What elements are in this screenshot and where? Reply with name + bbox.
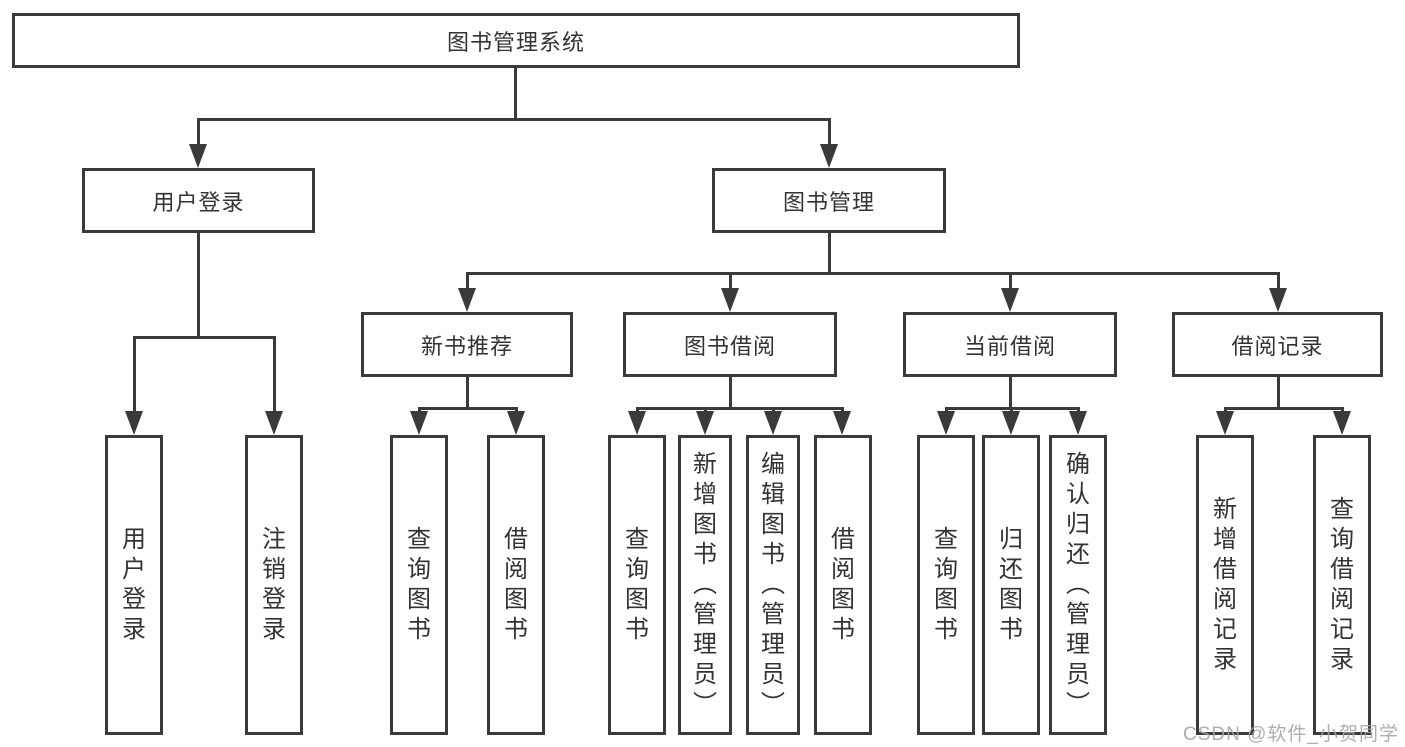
- node-label: 图书管理: [782, 189, 875, 215]
- leaf-borrow-books-recommend: 借阅图书: [487, 435, 545, 735]
- connector-line: [197, 118, 831, 121]
- connector-line: [418, 407, 518, 410]
- leaf-label: 查询图书: [934, 526, 958, 643]
- connector-line: [1224, 407, 1344, 410]
- connector-line: [828, 233, 831, 275]
- arrowhead-down-icon: [458, 288, 476, 312]
- connector-line: [1277, 272, 1280, 294]
- arrowhead-down-icon: [820, 144, 838, 168]
- leaf-label: 新增借阅记录: [1213, 496, 1237, 673]
- arrowhead-down-icon: [764, 411, 782, 435]
- arrowhead-down-icon: [507, 411, 525, 435]
- csdn-watermark: CSDN @软件_小贺同学: [1183, 724, 1399, 745]
- node-book-borrowing: 图书借阅: [623, 312, 837, 377]
- node-label: 借阅记录: [1231, 333, 1324, 359]
- leaf-label: 确认归还︵管理员︶: [1066, 451, 1090, 718]
- leaf-label: 借阅图书: [504, 526, 528, 643]
- connector-line: [1277, 377, 1280, 409]
- connector-line: [828, 118, 831, 148]
- arrowhead-down-icon: [189, 144, 207, 168]
- node-new-book-recommend: 新书推荐: [361, 312, 573, 377]
- leaf-label: 借阅图书: [831, 526, 855, 643]
- leaf-label: 注销登录: [262, 526, 286, 643]
- leaf-query-books-borrow: 查询图书: [608, 435, 666, 735]
- arrowhead-down-icon: [1333, 411, 1351, 435]
- leaf-label: 用户登录: [122, 526, 146, 643]
- connector-line: [1009, 272, 1012, 294]
- connector-line: [133, 336, 276, 339]
- leaf-confirm-return-admin: 确认归还︵管理员︶: [1049, 435, 1107, 735]
- leaf-user-login: 用户登录: [105, 435, 163, 735]
- arrowhead-down-icon: [696, 411, 714, 435]
- leaf-query-borrow-record: 查询借阅记录: [1313, 435, 1371, 735]
- leaf-borrow-books-borrow: 借阅图书: [814, 435, 872, 735]
- connector-line: [133, 336, 136, 414]
- node-user-login: 用户登录: [82, 168, 315, 233]
- connector-line: [514, 68, 517, 119]
- connector-line: [729, 377, 732, 409]
- leaf-add-borrow-record: 新增借阅记录: [1196, 435, 1254, 735]
- arrowhead-down-icon: [410, 411, 428, 435]
- connector-line: [273, 336, 276, 414]
- node-label: 图书借阅: [683, 333, 776, 359]
- leaf-query-books-current: 查询图书: [917, 435, 975, 735]
- arrowhead-down-icon: [1002, 411, 1020, 435]
- arrowhead-down-icon: [265, 411, 283, 435]
- node-root-library-system: 图书管理系统: [12, 13, 1020, 68]
- connector-line: [636, 407, 844, 410]
- leaf-add-book-admin: 新增图书︵管理员︶: [678, 435, 732, 735]
- node-current-borrowing: 当前借阅: [903, 312, 1117, 377]
- connector-line: [197, 118, 200, 148]
- connector-line: [197, 233, 200, 338]
- arrowhead-down-icon: [721, 288, 739, 312]
- connector-line: [466, 272, 1280, 275]
- arrowhead-down-icon: [1269, 288, 1287, 312]
- leaf-label: 查询借阅记录: [1330, 496, 1354, 673]
- arrowhead-down-icon: [1216, 411, 1234, 435]
- leaf-edit-book-admin: 编辑图书︵管理员︶: [746, 435, 800, 735]
- node-label: 新书推荐: [420, 333, 513, 359]
- arrowhead-down-icon: [125, 411, 143, 435]
- arrowhead-down-icon: [833, 411, 851, 435]
- node-label: 用户登录: [152, 189, 245, 215]
- leaf-label: 新增图书︵管理员︶: [693, 451, 717, 718]
- arrowhead-down-icon: [1001, 288, 1019, 312]
- connector-line: [729, 272, 732, 294]
- node-borrowing-records: 借阅记录: [1172, 312, 1383, 377]
- leaf-return-book: 归还图书: [982, 435, 1040, 735]
- node-book-management: 图书管理: [712, 168, 946, 233]
- leaf-label: 归还图书: [999, 526, 1023, 643]
- node-label: 当前借阅: [963, 333, 1056, 359]
- connector-line: [1009, 377, 1012, 409]
- arrowhead-down-icon: [937, 411, 955, 435]
- connector-line: [466, 377, 469, 409]
- leaf-logout: 注销登录: [245, 435, 303, 735]
- leaf-query-books-recommend: 查询图书: [390, 435, 448, 735]
- leaf-label: 查询图书: [407, 526, 431, 643]
- node-label: 图书管理系统: [446, 29, 585, 55]
- leaf-label: 编辑图书︵管理员︶: [761, 451, 785, 718]
- arrowhead-down-icon: [1069, 411, 1087, 435]
- connector-line: [466, 272, 469, 294]
- arrowhead-down-icon: [628, 411, 646, 435]
- leaf-label: 查询图书: [625, 526, 649, 643]
